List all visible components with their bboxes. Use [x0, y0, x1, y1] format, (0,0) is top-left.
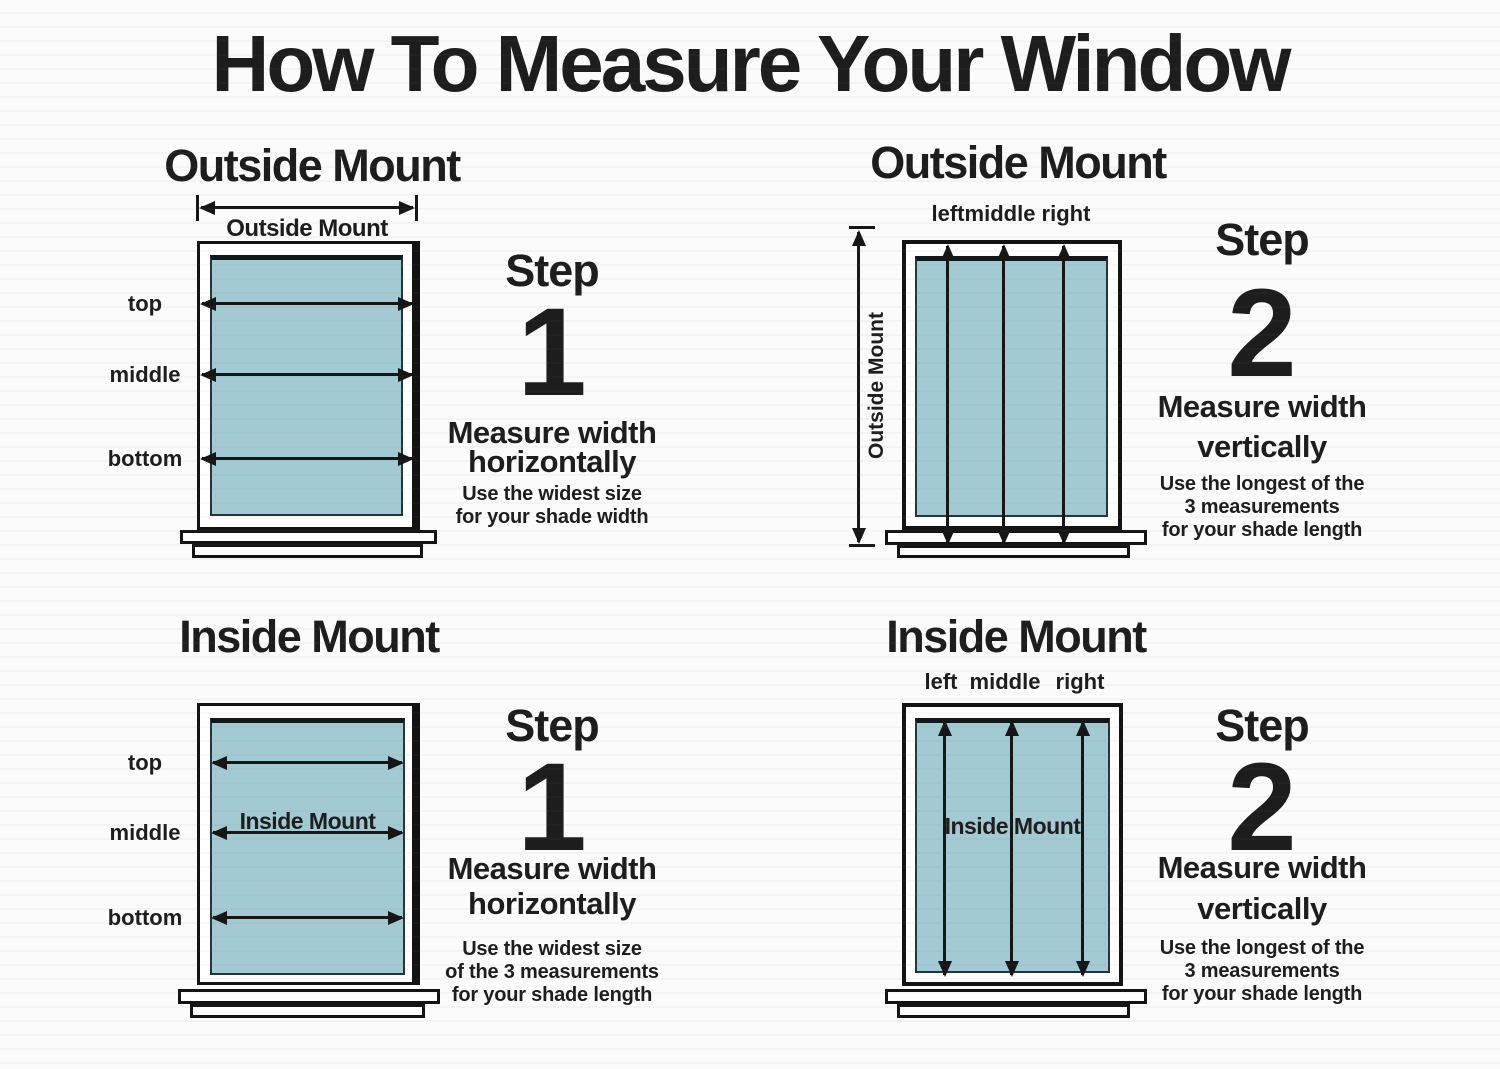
q4-note-line-2: 3 measurements: [1184, 960, 1340, 982]
q2-windowsill-outer: [885, 530, 1147, 545]
q3-note-line-3: for your shade length: [451, 984, 653, 1006]
q4-measure-arrow-middle-icon: [1010, 722, 1013, 975]
q2-label-left: left: [931, 201, 965, 226]
q2-step-number: 2: [1227, 264, 1297, 403]
q4-instruction-line1: Measure width: [1157, 850, 1367, 885]
q2-windowsill-inner: [897, 545, 1130, 558]
q1-width-ruler-arrow-icon: [201, 206, 413, 209]
q2-label-right: right: [1041, 201, 1091, 226]
q2-note-line-3: for your shade length: [1161, 519, 1363, 541]
q1-instruction-line1: Measure width: [447, 415, 657, 450]
q1-step-word: Step: [505, 245, 600, 296]
q3-measure-arrow-top-icon: [213, 761, 402, 764]
q1-windowsill-inner: [192, 544, 423, 558]
q1-note-lines: Use the widest size for your shade width: [412, 483, 692, 529]
q1-label-top: top: [127, 291, 163, 316]
q1-window-pane: [210, 255, 403, 516]
q3-instruction-line1: Measure width: [447, 851, 657, 886]
q4-label-right: right: [1055, 669, 1105, 694]
q1-measure-arrow-bottom-icon: [202, 457, 412, 460]
q3-note-line-2: of the 3 measurements: [445, 961, 659, 983]
q2-note-line-2: 3 measurements: [1184, 496, 1340, 518]
q1-measure-arrow-top-icon: [202, 302, 412, 305]
q2-instruction-line2: vertically: [1197, 429, 1327, 464]
q3-step-number: 1: [517, 738, 587, 877]
q3-measure-arrow-bottom-icon: [213, 916, 402, 919]
q3-label-middle: middle: [109, 820, 181, 845]
q2-height-ruler-arrow-icon: [857, 232, 860, 542]
q3-windowsill-outer: [178, 989, 440, 1004]
q4-instruction-line2: vertically: [1197, 891, 1327, 926]
q2-instruction-line1: Measure width: [1157, 389, 1367, 424]
q1-ruler-label: Outside Mount: [226, 215, 388, 242]
q4-step-number: 2: [1227, 738, 1297, 877]
q1-note-line-1: Use the widest size: [462, 483, 642, 505]
q1-ruler-tick-left: [196, 195, 199, 221]
q3-windowsill-inner: [190, 1004, 425, 1018]
q2-heading: Outside Mount: [870, 137, 1167, 188]
q3-label-top: top: [127, 750, 163, 775]
q4-measure-arrow-right-icon: [1081, 722, 1084, 975]
q4-pane-label: Inside Mount: [944, 813, 1081, 839]
q1-note-line-2: for your shade width: [455, 506, 649, 528]
q1-label-bottom: bottom: [107, 446, 183, 471]
q2-label-middle: middle: [964, 201, 1036, 226]
q2-measure-arrow-middle-icon: [1002, 246, 1005, 543]
q3-note-lines: Use the widest size of the 3 measurement…: [412, 938, 692, 1007]
q3-instruction-line2: horizontally: [468, 886, 636, 921]
q3-measure-arrow-middle-icon: [213, 831, 402, 834]
q4-label-middle: middle: [969, 669, 1041, 694]
q3-pane-label: Inside Mount: [239, 808, 376, 834]
q1-ruler-tick-right: [415, 195, 418, 221]
q1-heading: Outside Mount: [164, 140, 461, 191]
q4-step-word: Step: [1215, 700, 1310, 751]
q1-instruction-line2: horizontally: [468, 444, 636, 479]
page-title: How To Measure Your Window: [211, 19, 1292, 108]
q4-label-left: left: [924, 669, 958, 694]
q3-step-word: Step: [505, 700, 600, 751]
q4-windowsill-outer: [885, 989, 1147, 1004]
q2-ruler-side-label: Outside Mount: [865, 312, 888, 460]
q3-window-pane: [210, 718, 405, 975]
q2-note-line-1: Use the longest of the: [1159, 473, 1365, 495]
q2-window-pane: [915, 256, 1108, 517]
q1-label-middle: middle: [109, 362, 181, 387]
q2-ruler-tick-bottom: [849, 544, 875, 547]
q3-note-line-1: Use the widest size: [462, 938, 642, 960]
q2-measure-arrow-right-icon: [1062, 246, 1065, 543]
q2-measure-arrow-left-icon: [946, 246, 949, 543]
q2-ruler-tick-top: [849, 226, 875, 229]
q4-note-line-3: for your shade length: [1161, 983, 1363, 1005]
q2-step-word: Step: [1215, 214, 1310, 265]
q1-step-number: 1: [517, 283, 587, 422]
q4-note-line-1: Use the longest of the: [1159, 937, 1365, 959]
q4-heading: Inside Mount: [886, 611, 1147, 662]
q1-measure-arrow-middle-icon: [202, 373, 412, 376]
q4-measure-arrow-left-icon: [943, 722, 946, 975]
q3-label-bottom: bottom: [107, 905, 183, 930]
q3-heading: Inside Mount: [179, 611, 440, 662]
q1-windowsill-outer: [180, 530, 437, 544]
q2-note-lines: Use the longest of the 3 measurements fo…: [1122, 473, 1402, 542]
q4-note-lines: Use the longest of the 3 measurements fo…: [1122, 937, 1402, 1006]
q4-windowsill-inner: [897, 1004, 1130, 1018]
